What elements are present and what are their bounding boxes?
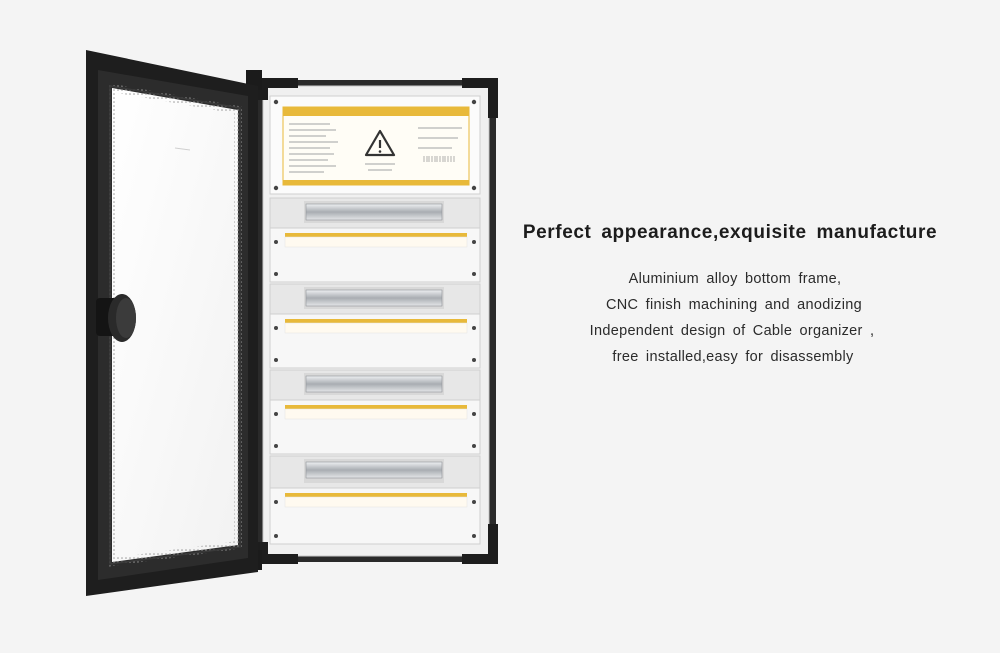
headline: Perfect appearance,exquisite manufacture — [522, 222, 938, 243]
label-cover-panel — [269, 95, 481, 195]
feature-line: CNC finish machining and anodizing — [606, 297, 862, 313]
feature-line: Independent design of Cable organizer , — [589, 323, 875, 339]
module-row-3 — [269, 369, 481, 455]
distribution-box-illustration — [86, 50, 498, 596]
glass-door — [86, 50, 258, 596]
module-row-4 — [269, 455, 481, 545]
feature-line: free installed,easy for disassembly — [612, 349, 854, 365]
barcode — [423, 156, 455, 162]
feature-line: Aluminium alloy bottom frame, — [628, 271, 842, 287]
warning-triangle-icon — [364, 129, 396, 157]
module-row-2 — [269, 283, 481, 369]
feature-list: Aluminium alloy bottom frame, CNC finish… — [520, 266, 940, 370]
module-row-1 — [269, 197, 481, 283]
feature-copy: Perfect appearance,exquisite manufacture… — [520, 222, 940, 370]
door-handle — [96, 294, 136, 342]
